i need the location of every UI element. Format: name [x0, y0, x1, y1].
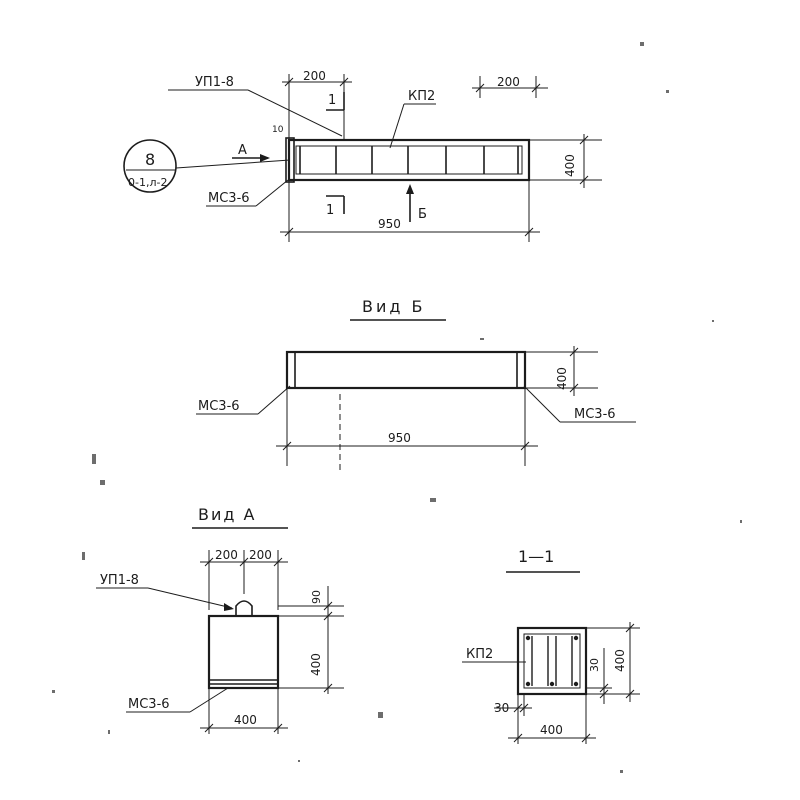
view-b-label-mc-right: МС3-6	[574, 407, 616, 422]
label-mc3-6-top: МС3-6	[208, 191, 250, 206]
label-kp2-top: КП2	[408, 89, 435, 104]
section-dim-30-right: 30	[588, 658, 601, 672]
view-a-dim-200-right: 200	[249, 548, 272, 562]
lifting-loop	[235, 600, 253, 616]
dim-200-right: 200	[497, 75, 520, 89]
section-label-kp2: КП2	[466, 647, 493, 662]
top-view: 200 200 1 10 УП1-8 КП2 А 8 0-1,л-2	[123, 69, 602, 242]
view-a: Вид А 200 200 УП1-8 МС3-6	[96, 505, 344, 734]
view-b-dim-950: 950	[388, 431, 411, 445]
view-b: Вид Б МС3-6 МС3-6 400 950	[196, 297, 636, 470]
view-b-title: Вид Б	[362, 297, 426, 316]
view-a-dim-400-h: 400	[309, 653, 323, 676]
section-mark-1-bottom: 1	[326, 203, 334, 218]
section-cage	[523, 633, 581, 689]
arrow-b-head	[406, 184, 414, 194]
section-dim-400-w: 400	[540, 723, 563, 737]
section-mark-1-top: 1	[328, 93, 336, 108]
rebar-dot	[525, 681, 531, 687]
view-b-plate-right	[516, 351, 526, 389]
rebar-dot	[573, 681, 579, 687]
section-1-1: 1—1 КП2 30 400 30	[462, 547, 640, 744]
view-a-title: Вид А	[198, 505, 256, 524]
callout-number: 8	[145, 150, 155, 169]
view-a-label-up1-8: УП1-8	[100, 573, 139, 588]
label-up1-8-top: УП1-8	[195, 75, 234, 90]
view-b-label-mc-left: МС3-6	[198, 399, 240, 414]
callout-sheet: 0-1,л-2	[128, 176, 167, 189]
view-b-plate-left	[286, 351, 296, 389]
view-b-beam	[285, 350, 527, 390]
dim-400-top-view: 400	[563, 154, 577, 177]
rebar-dot	[525, 635, 531, 641]
arrow-label-b: Б	[418, 207, 427, 222]
section-title: 1—1	[518, 547, 554, 566]
arrow-label-a: А	[238, 143, 247, 158]
dim-10: 10	[272, 125, 284, 135]
dim-200-left: 200	[303, 69, 326, 83]
rebar-dot	[573, 635, 579, 641]
view-a-label-mc3-6: МС3-6	[128, 697, 170, 712]
view-a-dim-400-w: 400	[234, 713, 257, 727]
beam-inner-outline	[295, 145, 523, 175]
view-b-dim-400: 400	[555, 367, 569, 390]
view-a-dim-90: 90	[310, 590, 323, 604]
section-dim-400-h: 400	[613, 649, 627, 672]
section-dim-30-bottom: 30	[494, 701, 509, 715]
rebar-dot	[549, 681, 555, 687]
scan-noise	[52, 42, 742, 773]
cage-stirrups	[299, 146, 519, 174]
arrow-a-head	[260, 154, 270, 162]
view-a-block	[207, 614, 280, 690]
dim-950-top-view: 950	[378, 217, 401, 231]
view-a-dim-200-left: 200	[215, 548, 238, 562]
section-outline	[516, 626, 588, 696]
callout-circle	[123, 139, 177, 193]
